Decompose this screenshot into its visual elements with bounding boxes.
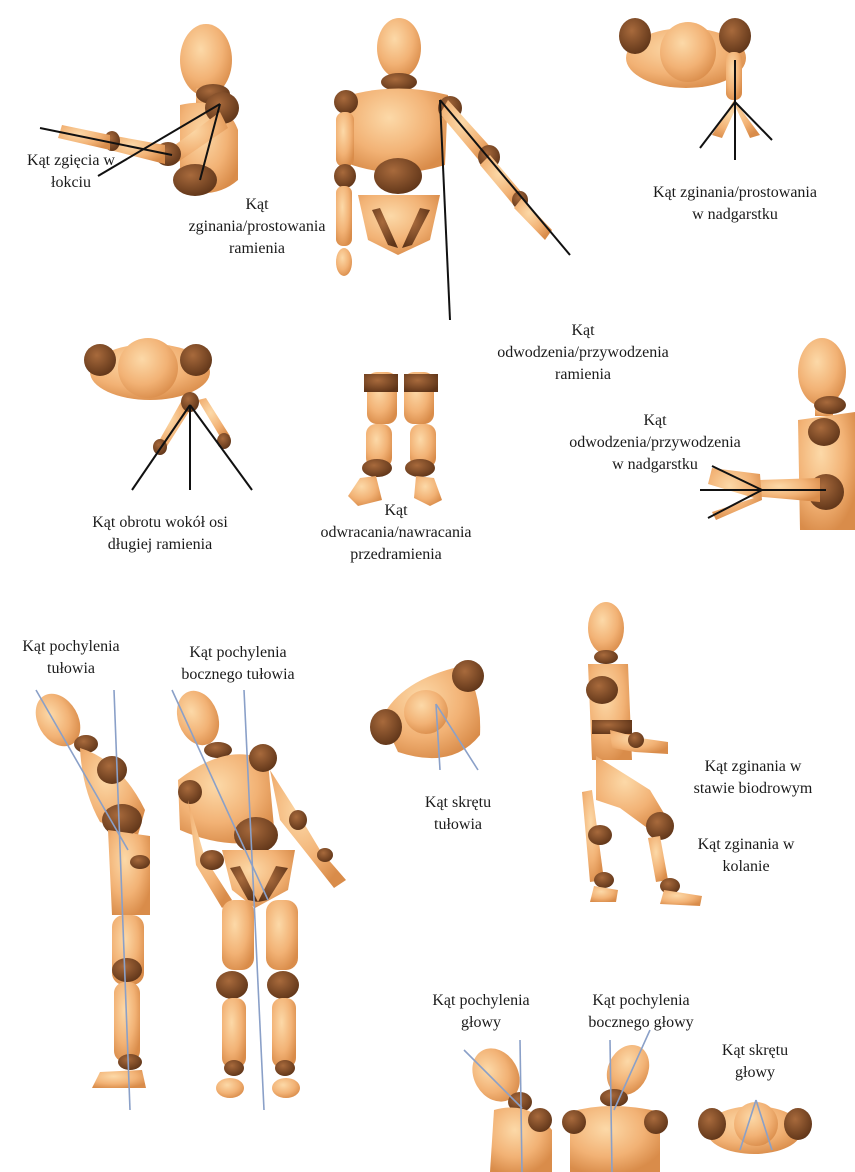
figure-trunk-twist [370,660,484,770]
label-trunk-lateral-tilt: Kąt pochylenia bocznego tułowia [158,642,318,686]
label-arm-rotation: Kąt obrotu wokół osi długiej ramienia [60,512,260,556]
label-forearm-pronation: Kąt odwracania/nawracania przedramienia [286,500,506,566]
label-head-lateral-tilt: Kąt pochylenia bocznego głowy [566,990,716,1034]
label-elbow-flexion: Kąt zgięcia w łokciu [6,150,136,194]
figure-head-tilt [463,1040,552,1172]
label-head-twist: Kąt skrętu głowy [700,1040,810,1084]
label-wrist-flexion: Kąt zginania/prostowania w nadgarstku [630,182,840,226]
figure-trunk-tilt [27,686,150,1110]
figure-head-twist [698,1100,812,1154]
label-shoulder-abduction: Kąt odwodzenia/przywodzenia ramienia [468,320,698,386]
label-shoulder-flexion: Kąt zginania/prostowania ramienia [162,194,352,260]
label-hip-flexion: Kąt zginania w stawie biodrowym [678,756,828,800]
figure-trunk-lateral-tilt [170,685,346,1110]
figure-forearm-pronation [348,372,442,506]
figure-shoulder-abduction [334,18,570,320]
figure-arm-rotation [84,338,252,490]
figure-wrist-flexion [619,18,772,160]
figure-head-lateral-tilt [562,1030,668,1172]
label-wrist-abduction: Kąt odwodzenia/przywodzenia w nadgarstku [530,410,780,476]
label-head-tilt: Kąt pochylenia głowy [414,990,548,1034]
label-trunk-twist: Kąt skrętu tułowia [408,792,508,836]
label-trunk-tilt: Kąt pochylenia tułowia [6,636,136,680]
label-knee-flexion: Kąt zginania w kolanie [676,834,816,878]
